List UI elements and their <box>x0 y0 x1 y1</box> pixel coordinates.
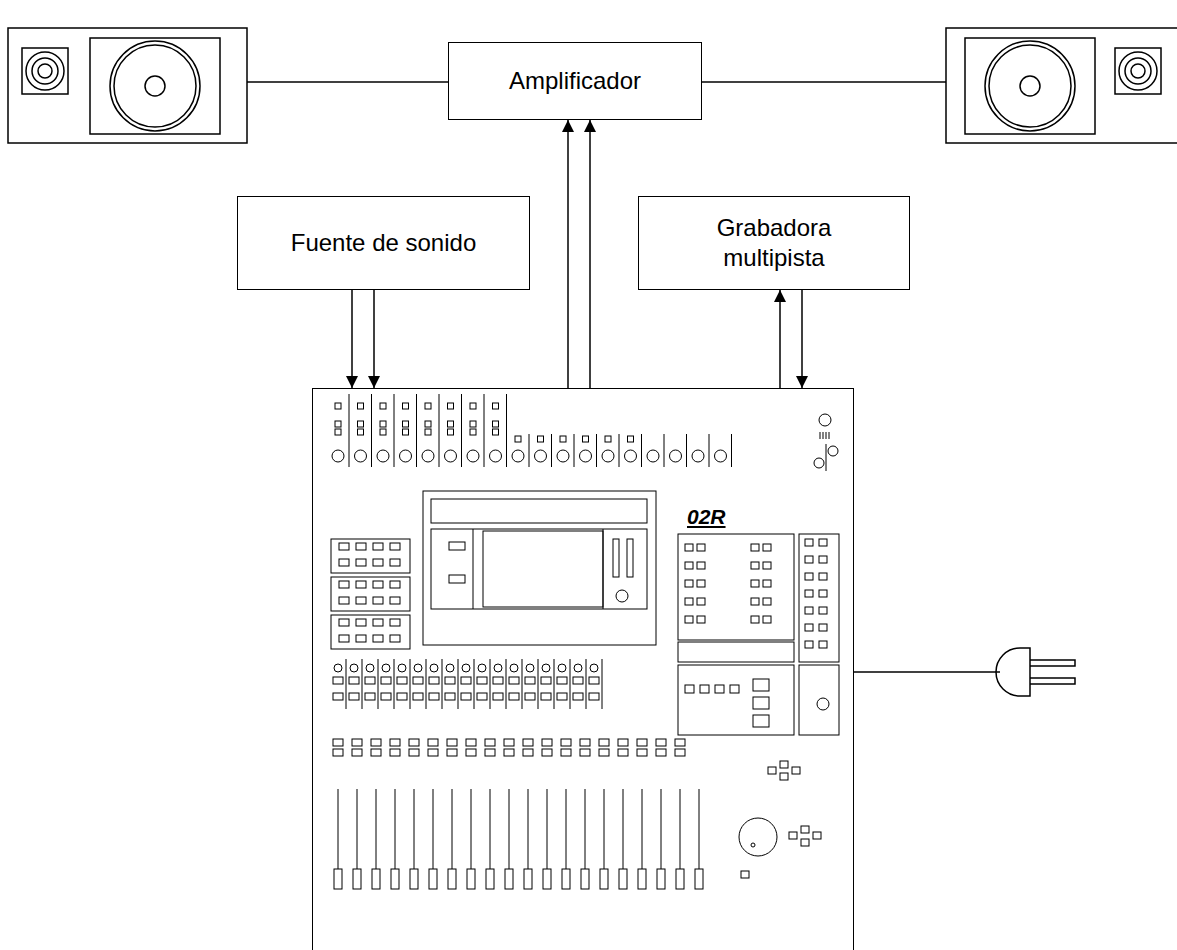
signal-arrow <box>589 120 591 388</box>
mixing-console: 02R <box>312 388 854 950</box>
signal-arrow <box>351 290 353 388</box>
speaker-cabinet <box>946 28 1177 143</box>
signal-arrow <box>801 290 803 388</box>
device-box: Fuente de sonido <box>237 196 530 290</box>
device-box: Amplificador <box>448 42 702 120</box>
speaker-cabinet <box>8 28 247 143</box>
power-plug <box>996 648 1030 696</box>
device-label: Amplificador <box>509 66 641 96</box>
device-label: Fuente de sonido <box>291 228 476 258</box>
brand-logo: 02R <box>685 505 728 529</box>
signal-arrow <box>779 290 781 388</box>
console-illustration <box>313 389 855 950</box>
signal-arrow <box>373 290 375 388</box>
signal-arrow <box>567 120 569 388</box>
device-box: Grabadora multipista <box>638 196 910 290</box>
device-label: Grabadora multipista <box>679 213 869 273</box>
